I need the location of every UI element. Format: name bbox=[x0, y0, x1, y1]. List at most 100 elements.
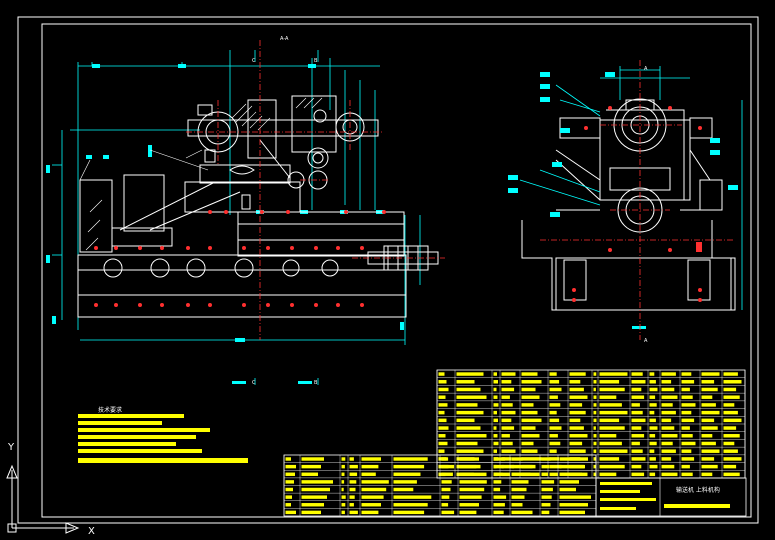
side-view-dimension-marks bbox=[508, 72, 738, 329]
parts-list-cell bbox=[341, 480, 345, 484]
parts-list-cell bbox=[593, 457, 597, 461]
parts-list-cell bbox=[301, 495, 327, 499]
parts-list-cell bbox=[549, 410, 557, 415]
parts-list-cell bbox=[593, 441, 597, 446]
parts-list-cell bbox=[438, 418, 447, 423]
parts-list-cell bbox=[441, 480, 452, 484]
parts-list-cell bbox=[501, 387, 515, 392]
parts-list-cell bbox=[349, 510, 358, 515]
section-mark-c-bottom: C bbox=[252, 380, 256, 386]
parts-list-table bbox=[436, 369, 746, 479]
title-block: 输送机 上料机构 bbox=[595, 477, 747, 517]
parts-list-cell bbox=[631, 464, 642, 469]
parts-list-cell bbox=[593, 434, 597, 438]
parts-list-cell bbox=[631, 403, 640, 407]
parts-list-cell bbox=[438, 387, 449, 392]
parts-list-cell bbox=[681, 403, 696, 407]
parts-list-cell bbox=[501, 434, 510, 438]
parts-list-cell bbox=[631, 457, 646, 461]
note-line bbox=[78, 458, 248, 463]
parts-list-cell bbox=[701, 449, 720, 453]
parts-list-cell bbox=[599, 457, 620, 461]
parts-list-cell bbox=[521, 380, 542, 384]
parts-list-cell bbox=[631, 418, 646, 423]
parts-list-cell bbox=[441, 510, 455, 515]
ucs-icon bbox=[6, 464, 80, 534]
parts-list-cell bbox=[361, 487, 387, 492]
parts-list-cell bbox=[649, 449, 655, 453]
parts-list-cell bbox=[361, 503, 381, 507]
parts-list-cell bbox=[549, 372, 557, 376]
side-view-dimensions bbox=[519, 66, 743, 310]
note-line bbox=[78, 428, 210, 432]
parts-list-cell bbox=[493, 495, 507, 499]
parts-list-cell bbox=[599, 410, 628, 415]
parts-list-cell bbox=[285, 495, 292, 499]
side-view-hole-markers bbox=[572, 106, 702, 302]
parts-list-cell bbox=[681, 426, 690, 430]
parts-list-cell bbox=[723, 426, 737, 430]
parts-list-cell bbox=[569, 410, 586, 415]
parts-list-cell bbox=[559, 487, 576, 492]
parts-list-cell bbox=[493, 449, 497, 453]
parts-list-cell bbox=[456, 426, 481, 430]
parts-list-cell bbox=[649, 387, 658, 392]
note-line bbox=[78, 449, 202, 453]
parts-list-cell bbox=[723, 372, 738, 376]
parts-list-cell bbox=[681, 464, 690, 469]
parts-list-cell bbox=[285, 487, 293, 492]
parts-list-cell bbox=[456, 395, 487, 399]
front-view-centerlines bbox=[186, 40, 445, 340]
parts-list-cell bbox=[521, 457, 542, 461]
parts-list-cell bbox=[681, 472, 693, 477]
parts-list-cell bbox=[341, 457, 346, 461]
parts-list-cell bbox=[285, 464, 296, 469]
parts-list-cell bbox=[541, 464, 550, 469]
parts-list-cell bbox=[285, 503, 291, 507]
parts-list-cell bbox=[631, 395, 645, 399]
parts-list-cell bbox=[456, 372, 484, 376]
parts-list-cell bbox=[593, 387, 596, 392]
parts-list-cell bbox=[361, 495, 384, 499]
parts-list-cell bbox=[569, 395, 588, 399]
parts-list-cell bbox=[301, 472, 318, 476]
parts-list-cell bbox=[681, 380, 695, 384]
parts-list-cell bbox=[393, 480, 417, 484]
parts-list-cell bbox=[723, 387, 737, 392]
note-line bbox=[78, 421, 162, 425]
parts-list-cell bbox=[649, 403, 657, 407]
parts-list-cell bbox=[649, 410, 655, 415]
parts-list-cell bbox=[438, 434, 446, 438]
parts-list-cell bbox=[456, 410, 484, 415]
parts-list-cell bbox=[349, 495, 355, 499]
parts-list-cell bbox=[301, 480, 333, 484]
parts-list-cell bbox=[459, 472, 474, 476]
parts-list-cell bbox=[459, 495, 482, 499]
parts-list-cell bbox=[438, 403, 448, 407]
parts-list-cell bbox=[661, 418, 672, 423]
parts-list-cell bbox=[438, 380, 447, 384]
parts-list-cell bbox=[341, 487, 344, 492]
parts-list-cell bbox=[701, 457, 715, 461]
ucs-y-label: Y bbox=[7, 442, 15, 453]
parts-list-cell bbox=[661, 457, 672, 461]
parts-list-cell bbox=[493, 410, 497, 415]
parts-list-cell bbox=[361, 464, 379, 469]
note-line bbox=[78, 414, 184, 418]
technical-notes: 技术要求 bbox=[78, 406, 248, 463]
parts-list-cell bbox=[723, 395, 740, 399]
parts-list-cell bbox=[541, 457, 551, 461]
parts-list-cell bbox=[285, 472, 295, 476]
parts-list-table-lower bbox=[283, 454, 597, 517]
parts-list-cell bbox=[569, 387, 584, 392]
parts-list-cell bbox=[701, 434, 713, 438]
parts-list-cell bbox=[723, 464, 737, 469]
parts-list-cell bbox=[456, 441, 478, 446]
parts-list-cell bbox=[459, 510, 477, 515]
parts-list-cell bbox=[493, 426, 497, 430]
parts-list-cell bbox=[631, 410, 643, 415]
parts-list-cell bbox=[661, 387, 675, 392]
front-view-leaders bbox=[79, 149, 209, 181]
section-hatching bbox=[85, 97, 323, 251]
